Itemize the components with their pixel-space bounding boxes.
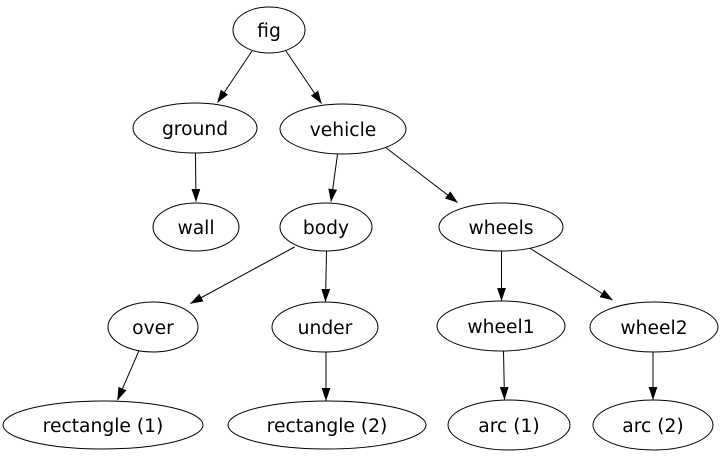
node-ground: ground <box>132 102 258 154</box>
edge-vehicle-wheels <box>384 146 458 203</box>
node-rectangle-2-label: rectangle (2) <box>267 416 388 437</box>
node-arc-2: arc (2) <box>592 399 714 451</box>
node-over: over <box>107 301 199 353</box>
node-body-label: body <box>303 218 349 239</box>
node-fig-ellipse <box>232 6 306 54</box>
node-wheels-ellipse <box>438 202 564 252</box>
edge-fig-vehicle <box>285 50 322 104</box>
node-wall-ellipse <box>152 202 240 252</box>
edge-body-under <box>321 251 331 302</box>
node-wheels: wheels <box>438 202 564 252</box>
edge-over-rect1 <box>117 349 140 401</box>
edge-ground-wall <box>191 153 201 202</box>
node-ground-ellipse <box>132 102 258 154</box>
edge-wheels-wheel2 <box>529 247 613 301</box>
edge-group <box>117 50 658 401</box>
node-wheel1-ellipse <box>436 300 566 352</box>
node-wheel1: wheel1 <box>436 300 566 352</box>
node-wheel2-label: wheel2 <box>620 318 687 339</box>
node-over-ellipse <box>107 301 199 353</box>
node-vehicle-label: vehicle <box>310 120 377 141</box>
node-wall: wall <box>152 202 240 252</box>
node-arc-2-label: arc (2) <box>622 416 683 437</box>
node-arc-1: arc (1) <box>447 399 571 451</box>
node-rectangle-2-ellipse <box>227 400 427 450</box>
node-rectangle-1-label: rectangle (1) <box>43 416 164 437</box>
edge-wheel1-arc1 <box>499 350 509 400</box>
node-ground-label: ground <box>162 119 228 140</box>
node-wheels-label: wheels <box>468 218 533 239</box>
node-rectangle-1: rectangle (1) <box>2 400 204 450</box>
node-body-ellipse <box>279 202 373 252</box>
edge-fig-ground <box>217 50 253 103</box>
node-wheel2-ellipse <box>589 301 719 353</box>
node-body: body <box>279 202 373 252</box>
node-arc-2-ellipse <box>592 399 714 451</box>
edge-vehicle-body <box>328 154 338 202</box>
node-group: fig ground vehicle wall body wheels <box>2 6 719 451</box>
node-wheel1-label: wheel1 <box>467 317 534 338</box>
node-over-label: over <box>132 318 174 339</box>
node-under-label: under <box>298 318 353 339</box>
node-wall-label: wall <box>177 218 214 239</box>
node-fig-label: fig <box>257 21 281 42</box>
node-vehicle-ellipse <box>279 103 407 155</box>
node-fig: fig <box>232 6 306 54</box>
node-arc-1-label: arc (1) <box>478 416 539 437</box>
node-rectangle-2: rectangle (2) <box>227 400 427 450</box>
node-wheel2: wheel2 <box>589 301 719 353</box>
node-arc-1-ellipse <box>447 399 571 451</box>
node-vehicle: vehicle <box>279 103 407 155</box>
node-under: under <box>271 301 379 353</box>
edge-body-over <box>190 246 295 304</box>
node-rectangle-1-ellipse <box>2 400 204 450</box>
node-under-ellipse <box>271 301 379 353</box>
